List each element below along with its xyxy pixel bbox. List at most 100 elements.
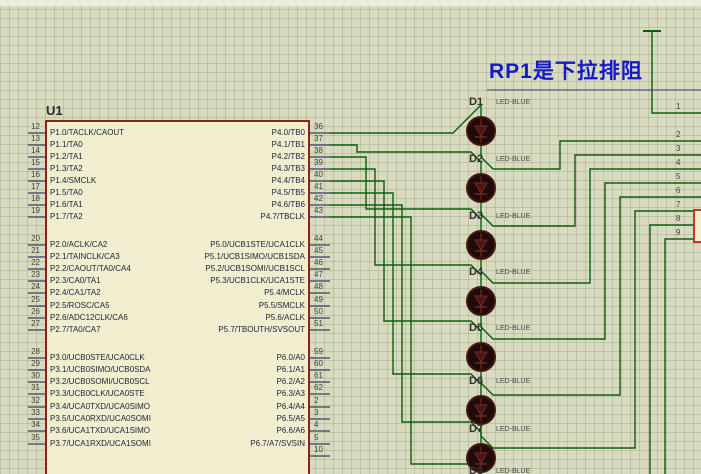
- pin-label-right: P5.1/UCB1SIMO/UCB1SDA: [204, 252, 305, 261]
- pin-label-left: P1.1/TA0: [50, 140, 83, 149]
- pin-label-left: P3.0/UCB0STE/UCA0CLK: [50, 353, 145, 362]
- wire-port-to-led[interactable]: [330, 180, 482, 332]
- pin-number-left: 35: [31, 433, 40, 442]
- pin-number-left: 12: [31, 122, 40, 131]
- led-ref-label: D3: [469, 210, 484, 222]
- pin-number-right: 4: [314, 420, 319, 429]
- led-symbol[interactable]: [466, 162, 496, 214]
- wire-led-to-rp1[interactable]: [480, 196, 701, 396]
- pin-label-right: P6.5/A5: [276, 414, 305, 423]
- pin-label-left: P1.7/TA2: [50, 212, 83, 221]
- pin-number-right: 51: [314, 319, 323, 328]
- pin-label-right: P6.2/A2: [276, 377, 305, 386]
- pin-number-left: 33: [31, 408, 40, 417]
- led-symbol[interactable]: [466, 275, 496, 327]
- pin-number-right: 45: [314, 246, 323, 255]
- wire-port-to-led[interactable]: [330, 204, 482, 433]
- pin-label-right: P5.2/UCB1SOMI/UCB1SCL: [205, 264, 305, 273]
- wire-port-to-led[interactable]: [330, 192, 482, 385]
- pin-label-right: P6.7/A7/SVSIN: [250, 439, 305, 448]
- pin-label-left: P3.4/UCA0TXD/UCA0SIMO: [50, 402, 151, 411]
- pin-label-left: P2.1/TAINCLK/CA3: [50, 252, 120, 261]
- pin-number-right: 61: [314, 371, 323, 380]
- pin-number-right: 60: [314, 359, 323, 368]
- pin-label-left: P1.5/TA0: [50, 188, 83, 197]
- pin-label-right: P5.6/ACLK: [265, 313, 305, 322]
- pin-label-right: P6.1/A1: [276, 365, 305, 374]
- pin-number-right: 36: [314, 122, 323, 131]
- pin-number-left: 17: [31, 182, 40, 191]
- pin-number-left: 22: [31, 258, 40, 267]
- rp1-pin-number: 6: [676, 186, 681, 195]
- pin-label-right: P5.7/TBOUTH/SVSOUT: [218, 325, 305, 334]
- pin-label-right: P5.3/UCB1CLK/UCA1STE: [210, 276, 305, 285]
- chip-ref-label: U1: [46, 103, 63, 118]
- led-symbol[interactable]: [466, 219, 496, 271]
- wire-led-to-rp1[interactable]: [481, 224, 701, 474]
- chip-u1-body[interactable]: [45, 120, 310, 474]
- led-part-label: LED-BLUE: [496, 426, 531, 433]
- window-edge: [0, 0, 701, 6]
- wire-port-to-led[interactable]: [330, 104, 482, 134]
- pin-label-left: P2.0/ACLK/CA2: [50, 240, 108, 249]
- pin-number-left: 20: [31, 234, 40, 243]
- pin-label-left: P3.1/UCB0SIMO/UCB0SDA: [50, 365, 151, 374]
- pin-label-left: P1.6/TA1: [50, 200, 83, 209]
- pin-number-left: 16: [31, 170, 40, 179]
- pin-number-right: 62: [314, 383, 323, 392]
- led-symbol[interactable]: [466, 105, 496, 157]
- led-ref-label: D1: [469, 96, 484, 108]
- pin-number-right: 59: [314, 347, 323, 356]
- pin-number-right: 43: [314, 206, 323, 215]
- pin-label-left: P2.4/CA1/TA2: [50, 288, 101, 297]
- pin-label-left: P1.2/TA1: [50, 152, 83, 161]
- pin-label-left: P2.5/ROSC/CA5: [50, 301, 110, 310]
- pin-number-left: 26: [31, 307, 40, 316]
- rp1-pin-number: 9: [676, 228, 681, 237]
- pin-label-right: P6.3/A3: [276, 389, 305, 398]
- pin-number-right: 50: [314, 307, 323, 316]
- pin-label-right: P4.3/TB3: [271, 164, 305, 173]
- pin-number-left: 28: [31, 347, 40, 356]
- led-part-label: LED-BLUE: [496, 213, 531, 220]
- wire-port-to-led[interactable]: [330, 144, 482, 163]
- wire-led-to-rp1[interactable]: [480, 140, 701, 170]
- ground-symbol[interactable]: [643, 30, 661, 46]
- pin-label-left: P1.4/SMCLK: [50, 176, 97, 185]
- wire-port-to-led[interactable]: [330, 168, 482, 276]
- pin-label-right: P5.5/SMCLK: [258, 301, 305, 310]
- rp1-pin-number: 5: [676, 172, 681, 181]
- led-ref-label: D4: [469, 266, 484, 278]
- wire-port-to-led[interactable]: [330, 156, 482, 220]
- rp1-pin-number: 7: [676, 200, 681, 209]
- pin-label-right: P4.5/TB5: [271, 188, 305, 197]
- led-ref-label: D5: [469, 322, 484, 334]
- led-ref-label: D6: [469, 375, 484, 387]
- pin-label-left: P3.5/UCA0RXD/UCA0SOMI: [50, 414, 151, 423]
- led-ref-label: D2: [469, 153, 484, 165]
- pin-number-right: 39: [314, 158, 323, 167]
- led-part-label: LED-BLUE: [496, 325, 531, 332]
- wire-port-to-led[interactable]: [330, 216, 482, 474]
- led-part-label: LED-BLUE: [496, 468, 531, 474]
- wire-led-to-rp1[interactable]: [480, 182, 701, 340]
- rp1-pin-number: 8: [676, 214, 681, 223]
- pin-number-right: 2: [314, 396, 319, 405]
- led-part-label: LED-BLUE: [496, 269, 531, 276]
- rp1-body-edge[interactable]: [693, 209, 701, 243]
- pin-number-right: 38: [314, 146, 323, 155]
- pin-number-left: 24: [31, 282, 40, 291]
- pin-number-right: 40: [314, 170, 323, 179]
- pin-label-right: P6.6/A6: [276, 426, 305, 435]
- pin-number-left: 29: [31, 359, 40, 368]
- pin-number-left: 18: [31, 194, 40, 203]
- wire-led-to-rp1[interactable]: [480, 168, 701, 284]
- rp1-annotation[interactable]: RP1是下拉排阻: [489, 60, 643, 83]
- pin-label-left: P3.7/UCA1RXD/UCA1SOMI: [50, 439, 151, 448]
- pin-number-left: 34: [31, 420, 40, 429]
- pin-number-right: 46: [314, 258, 323, 267]
- pin-label-right: P4.1/TB1: [271, 140, 305, 149]
- pin-label-right: P5.4/MCLK: [264, 288, 305, 297]
- pin-number-left: 14: [31, 146, 40, 155]
